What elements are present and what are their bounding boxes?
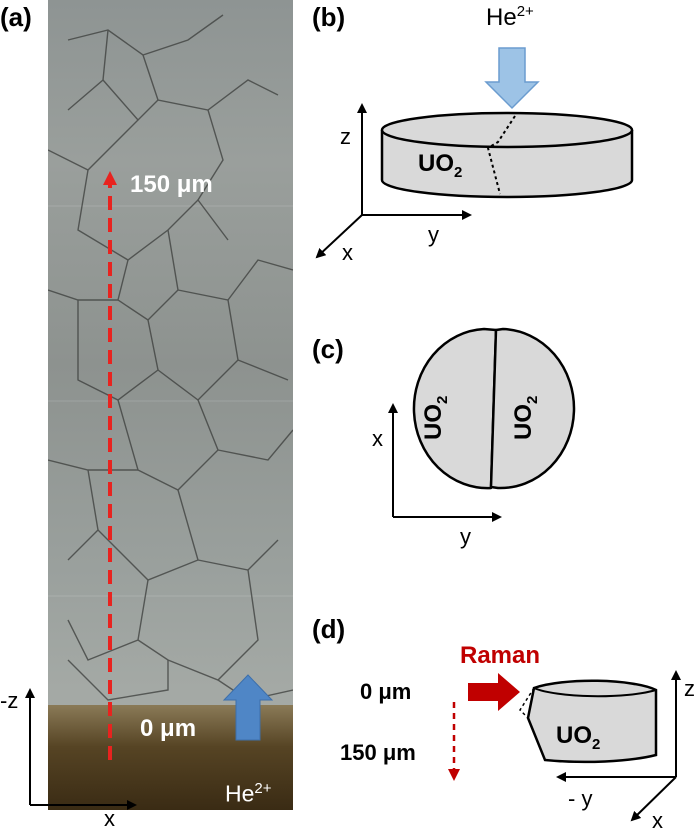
sample-label-c-right-main: UO (510, 404, 537, 440)
he-beam-label-b-symbol: He (486, 4, 517, 31)
sample-label-c-right-sub: 2 (523, 395, 541, 404)
raman-label: Raman (460, 642, 541, 669)
axis-a-horizontal-label: x (104, 806, 115, 831)
scan-top-label: 150 μm (130, 171, 213, 198)
sample-label-d-main: UO (556, 722, 592, 749)
he-beam-label-b: He2+ (486, 3, 534, 32)
axis-d-y-label: - y (568, 786, 593, 811)
sample-label-b-sub: 2 (454, 163, 463, 181)
axis-b-x (315, 214, 363, 259)
depth-end-label: 150 μm (340, 740, 416, 765)
panel-b-label: (b) (312, 2, 346, 32)
panel-a-label: (a) (0, 2, 32, 32)
he-beam-label-a-charge: 2+ (254, 780, 272, 797)
he-beam-label-a-symbol: He (225, 780, 255, 807)
raman-laser-arrow (468, 673, 520, 711)
axis-d-z-label: z (684, 676, 695, 701)
axis-c-x-label: x (372, 426, 383, 451)
he-beam-arrow-b (484, 47, 540, 110)
sample-label-b-main: UO (418, 150, 454, 177)
sample-label-d-sub: 2 (592, 735, 601, 753)
sample-label-c-left-main: UO (420, 404, 447, 440)
panel-d-label: (d) (312, 614, 346, 644)
sample-disk-c (412, 327, 576, 490)
grain-boundaries (48, 14, 293, 701)
he-beam-arrow-a (222, 674, 274, 741)
axis-b-z-label: z (340, 124, 351, 149)
sample-label-c-left: UO2 (420, 396, 451, 440)
he-beam-label-a: He2+ (225, 780, 272, 808)
axis-d-x (630, 776, 677, 822)
axis-d-x-label: x (652, 808, 663, 833)
axis-a-vertical-label: -z (0, 688, 19, 713)
he-beam-label-b-charge: 2+ (516, 3, 534, 20)
sample-label-b: UO2 (418, 150, 462, 181)
axis-b-y-label: y (428, 222, 439, 247)
micrograph-image (48, 0, 293, 810)
sample-label-c-left-sub: 2 (433, 395, 451, 404)
sample-label-d: UO2 (556, 722, 600, 753)
sample-disk-b (380, 111, 634, 199)
sample-label-c-right: UO2 (510, 396, 541, 440)
panel-c-label: (c) (312, 334, 344, 364)
sample-disk-d (519, 679, 658, 764)
depth-start-label: 0 μm (360, 679, 412, 704)
axis-b-x-label: x (342, 240, 353, 265)
axis-c-y-label: y (460, 524, 471, 549)
scan-bottom-label: 0 μm (140, 715, 197, 742)
